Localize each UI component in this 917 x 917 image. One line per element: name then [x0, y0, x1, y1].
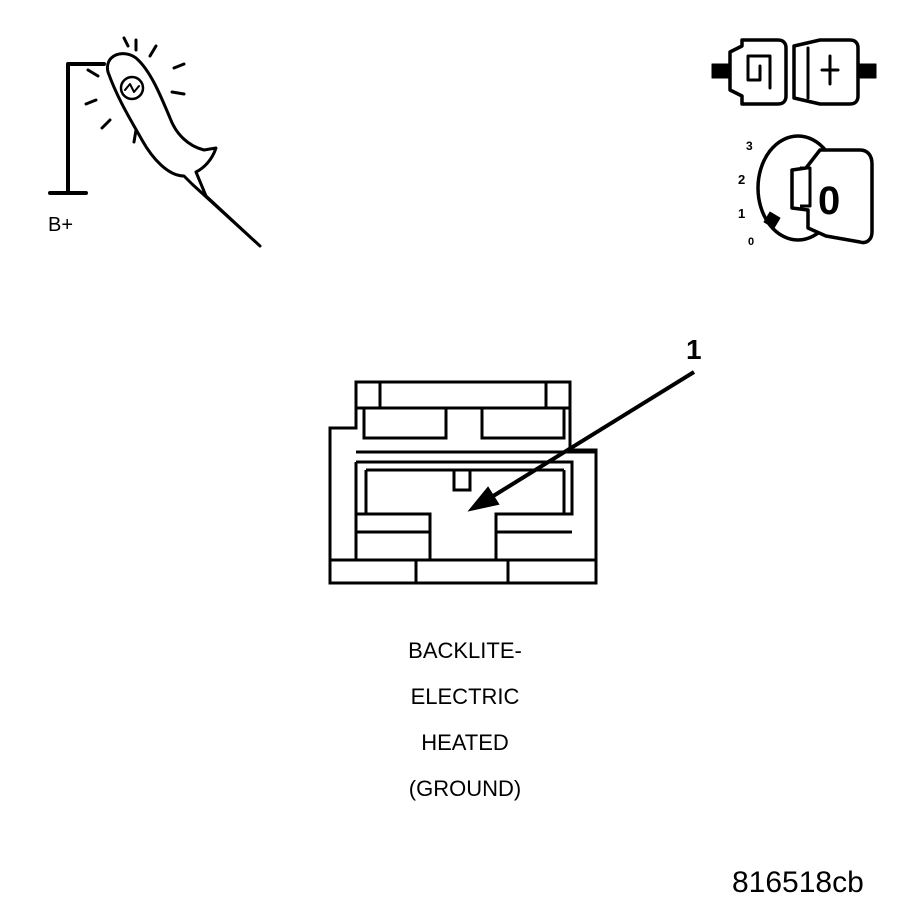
ignition-position-1: 1 [738, 206, 745, 221]
callout-number: 1 [686, 334, 702, 365]
callout-arrow [467, 370, 696, 512]
ignition-key-label: 0 [818, 179, 840, 223]
caption-line-2: ELECTRIC [410, 684, 520, 709]
connector-face [328, 380, 598, 585]
ignition-switch-icon [756, 134, 874, 245]
caption-line-1: BACKLITE- [408, 638, 522, 663]
test-light-icon [48, 36, 262, 248]
connector-disconnect-icon [711, 38, 877, 106]
ignition-position-0: 0 [748, 236, 754, 248]
b-plus-label: B+ [48, 214, 74, 236]
caption-line-4: (GROUND) [408, 776, 522, 801]
caption-line-3: HEATED [421, 730, 509, 755]
figure-id: 816518cb [732, 866, 864, 899]
ignition-position-2: 2 [738, 172, 745, 187]
ignition-position-3: 3 [746, 139, 753, 153]
connector-caption: BACKLITE- ELECTRIC HEATED (GROUND) [330, 628, 600, 812]
